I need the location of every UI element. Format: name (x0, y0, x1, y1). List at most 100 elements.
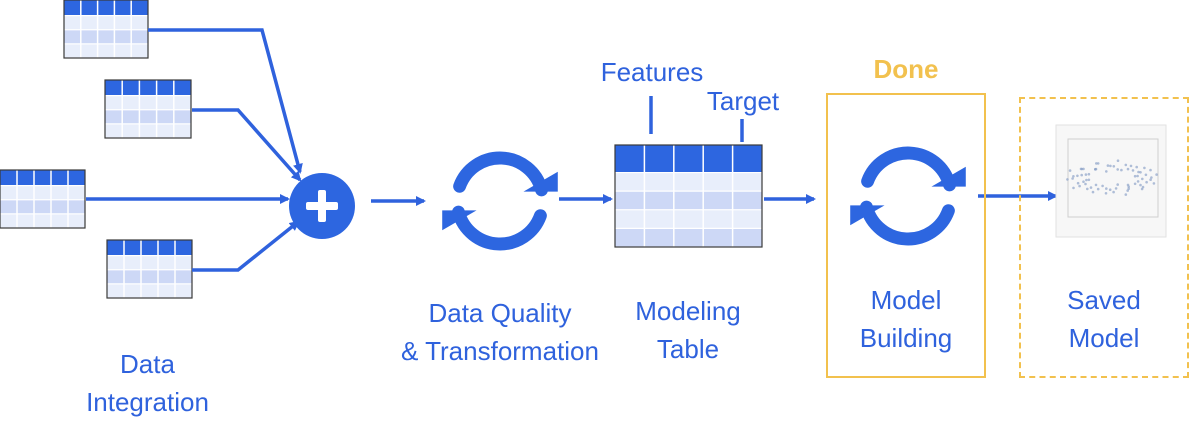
refresh-arrowhead (850, 205, 885, 226)
scatter-dot (1087, 178, 1091, 182)
table-border (104, 79, 192, 139)
scatter-dot (1104, 192, 1108, 195)
scatter-dot (1112, 165, 1116, 168)
refresh-arc (860, 200, 955, 246)
scatter-dot (1078, 184, 1081, 188)
refresh-arc (452, 205, 547, 251)
table-row (107, 269, 192, 284)
scatter-dot (1116, 183, 1119, 186)
model-building-label: Model Building (859, 285, 953, 353)
scatter-dot (1112, 190, 1115, 194)
scatter-dot (1155, 173, 1158, 176)
scatter-dot (1143, 166, 1146, 170)
scatter-dot (1085, 178, 1088, 182)
scatter-dot (1084, 173, 1088, 176)
connector-arrow (148, 28, 303, 174)
table-row (64, 29, 148, 44)
scatter-dot (1131, 169, 1135, 172)
scatter-dot (1127, 185, 1130, 188)
features-label: Features (600, 57, 704, 87)
scatter-dot (1124, 163, 1128, 167)
scatter-dot (1072, 175, 1075, 178)
scatter-dot (1105, 187, 1108, 190)
scatter-dot (1129, 164, 1133, 168)
scatter-dot (1106, 164, 1110, 167)
table-row (105, 109, 191, 124)
scatter-dot (1105, 170, 1108, 173)
table-header (615, 145, 762, 173)
scatter-dot (1136, 174, 1139, 178)
data-integration-label: Data Integration (86, 349, 209, 417)
scatter-dot (1071, 177, 1074, 180)
scatter-dot (1120, 168, 1123, 172)
scatter-dot (1116, 159, 1120, 162)
scatter-dot (1136, 180, 1140, 183)
connector-arrow (192, 220, 300, 272)
scatter-dot (1094, 168, 1097, 171)
refresh-arc (453, 151, 548, 197)
table-row (615, 191, 762, 210)
scatter-dot (1080, 173, 1083, 177)
scatter-dot (1141, 177, 1144, 181)
scatter-dot (1082, 180, 1085, 183)
table-border (614, 144, 763, 248)
scatter-dot (1152, 182, 1156, 185)
scatter-dot (1079, 167, 1083, 171)
scatter-dot (1096, 187, 1100, 191)
scatter-plot-thumbnail (1055, 124, 1167, 238)
table-header (105, 80, 191, 96)
scatter-dot (1086, 187, 1089, 191)
scatter-dot (1089, 186, 1093, 189)
scatter-dot (1095, 162, 1098, 165)
refresh-arrowhead (931, 166, 966, 187)
scatter-dot (1141, 185, 1145, 189)
table-header (0, 170, 85, 186)
saved-model-label: Saved Model (1067, 285, 1141, 353)
scatter-dot (1109, 164, 1112, 168)
scatter-dot (1101, 184, 1104, 188)
target-label: Target (706, 86, 780, 116)
done-label: Done (873, 54, 939, 84)
scatter-dot (1133, 182, 1137, 186)
scatter-dot (1076, 181, 1080, 185)
modeling-table-icon (614, 144, 763, 248)
scatter-dot (1149, 168, 1152, 172)
connector-arrow (192, 108, 302, 182)
source-table-icon (104, 79, 192, 139)
scatter-dot (1149, 178, 1152, 181)
scatter-dot (1145, 180, 1148, 184)
data-quality-label: Data Quality & Transformation (401, 298, 599, 366)
source-table-icon (0, 169, 86, 229)
source-table-icon (63, 0, 149, 59)
scatter-dot (1124, 193, 1128, 196)
source-table-icon (106, 239, 193, 299)
scatter-dot (1066, 178, 1069, 181)
scatter-dot (1094, 183, 1098, 187)
table-header (107, 240, 192, 256)
saved-model-box (1019, 97, 1189, 378)
scatter-dot (1114, 187, 1118, 190)
table-row (615, 228, 762, 247)
table-header (64, 0, 148, 16)
table-border (0, 169, 86, 229)
refresh-arrowhead (523, 171, 558, 192)
scatter-dot (1150, 176, 1153, 179)
refresh-arc (861, 146, 956, 192)
table-row (0, 199, 85, 214)
scatter-dot (1072, 186, 1075, 190)
scatter-dot (1139, 183, 1142, 187)
plus-circle-icon (289, 173, 355, 239)
scatter-dot (1096, 162, 1100, 165)
scatter-dot (1108, 188, 1112, 191)
refresh-arrowhead (442, 210, 477, 231)
refresh-icon (850, 146, 966, 246)
scatter-dot (1135, 165, 1138, 169)
scatter-dot (1133, 174, 1137, 178)
scatter-dot (1091, 190, 1095, 194)
scatter-dot (1137, 170, 1140, 174)
scatter-dot (1087, 172, 1091, 176)
model-building-box (826, 93, 986, 378)
scatter-dot (1084, 182, 1087, 186)
